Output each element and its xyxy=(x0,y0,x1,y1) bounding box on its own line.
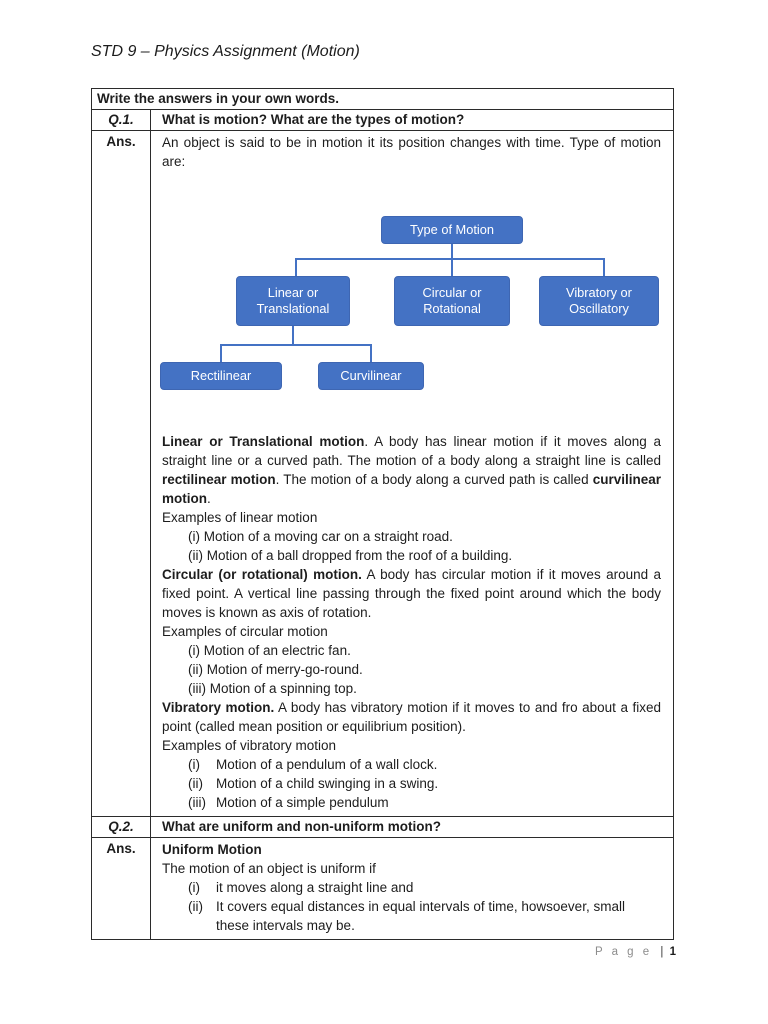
diagram-box-linear-translational: Linear or Translational xyxy=(236,276,350,326)
diagram-box-vibratory-oscillatory: Vibratory or Oscillatory xyxy=(539,276,659,326)
text-run: Linear or Translational motion xyxy=(162,434,365,449)
text-run: Examples of vibratory motion xyxy=(162,738,337,753)
connector-line xyxy=(295,258,297,276)
answer-list-item: (i) Motion of a moving car on a straight… xyxy=(162,527,661,546)
text-run: it moves along a straight line and xyxy=(216,880,414,895)
text-run: Examples of circular motion xyxy=(162,624,328,639)
q2-question: What are uniform and non-uniform motion? xyxy=(150,816,674,838)
table-row: Write the answers in your own words. xyxy=(91,88,674,110)
list-marker: (ii) xyxy=(188,548,207,563)
answer-list-item: (iii) Motion of a spinning top. xyxy=(162,679,661,698)
diagram-box-curvilinear: Curvilinear xyxy=(318,362,424,390)
answer-list-item: (i) Motion of an electric fan. xyxy=(162,641,661,660)
document-title: STD 9 – Physics Assignment (Motion) xyxy=(91,43,360,60)
footer-page-number: 1 xyxy=(669,946,676,958)
connector-line xyxy=(220,344,372,346)
connector-line xyxy=(295,258,605,260)
connector-line xyxy=(451,244,453,276)
list-marker: (i) xyxy=(188,757,200,772)
text-run: Motion of an electric fan. xyxy=(203,643,351,658)
answer-list-item: (ii) Motion of a ball dropped from the r… xyxy=(162,546,661,565)
text-run: Motion of a spinning top. xyxy=(209,681,357,696)
list-marker: (ii) xyxy=(188,899,203,914)
list-marker: (ii) xyxy=(188,776,203,791)
text-run: Motion of a moving car on a straight roa… xyxy=(203,529,453,544)
text-run: A body has vibratory motion if it moves … xyxy=(162,700,661,734)
answer-list-item: (ii) Motion of merry-go-round. xyxy=(162,660,661,679)
footer-separator: | xyxy=(660,946,664,958)
footer-page-label: P a g e xyxy=(594,946,653,958)
list-marker: (i) xyxy=(188,529,204,544)
text-run: Motion of a child swinging in a swing. xyxy=(216,776,439,791)
table-row: Q.1. What is motion? What are the types … xyxy=(91,109,674,131)
q2-answer-label: Ans. xyxy=(91,837,151,940)
text-run: It covers equal distances in equal inter… xyxy=(216,899,625,933)
text-run: . A body has linear motion if it moves a… xyxy=(162,434,661,468)
q1-answer-label: Ans. xyxy=(91,130,151,817)
text-run: . xyxy=(207,491,211,506)
text-run: Examples of linear motion xyxy=(162,510,318,525)
list-marker: (i) xyxy=(188,643,204,658)
answer-list-item: (i) Motion of a pendulum of a wall clock. xyxy=(162,755,661,774)
table-row: Ans. An object is said to be in motion i… xyxy=(91,130,674,817)
diagram-box-rectilinear: Rectilinear xyxy=(160,362,282,390)
text-run: rectilinear motion xyxy=(162,472,276,487)
text-run: Vibratory motion. xyxy=(162,700,275,715)
connector-line xyxy=(603,258,605,276)
text-run: Motion of a ball dropped from the roof o… xyxy=(206,548,513,563)
diagram-box-type-of-motion: Type of Motion xyxy=(381,216,523,244)
connector-line xyxy=(370,344,372,362)
answer-list-item: (ii) Motion of a child swinging in a swin… xyxy=(162,774,661,793)
text-run: . The motion of a body along a curved pa… xyxy=(275,472,593,487)
connector-line xyxy=(292,326,294,346)
text-run: Uniform Motion xyxy=(162,842,262,857)
q1-answer-body: Linear or Translational motion. A body h… xyxy=(162,432,661,812)
connector-line xyxy=(220,344,222,362)
q2-number: Q.2. xyxy=(91,816,151,838)
answer-paragraph: Examples of circular motion xyxy=(162,622,661,641)
diagram-box-circular-rotational: Circular or Rotational xyxy=(394,276,510,326)
answer-paragraph: Examples of linear motion xyxy=(162,508,661,527)
list-marker: (iii) xyxy=(188,795,206,810)
text-run: The motion of an object is uniform if xyxy=(162,861,376,876)
list-marker: (iii) xyxy=(188,681,210,696)
answer-paragraph: Linear or Translational motion. A body h… xyxy=(162,432,661,508)
q1-number: Q.1. xyxy=(91,109,151,131)
type-of-motion-diagram: Type of Motion Linear or Translational C… xyxy=(160,202,661,390)
answer-paragraph: Uniform Motion xyxy=(162,840,661,859)
assignment-table: Write the answers in your own words. Q.1… xyxy=(91,88,674,940)
text-run: curvilinear motion xyxy=(162,472,661,506)
answer-paragraph: Circular (or rotational) motion. A body … xyxy=(162,565,661,622)
text-run: Motion of merry-go-round. xyxy=(206,662,363,677)
q1-intro-paragraph: An object is said to be in motion it its… xyxy=(162,135,661,169)
answer-paragraph: The motion of an object is uniform if xyxy=(162,859,661,878)
text-run: Motion of a simple pendulum xyxy=(216,795,389,810)
text-run: Circular (or rotational) motion. xyxy=(162,567,362,582)
answer-list-item: (iii) Motion of a simple pendulum xyxy=(162,793,661,812)
list-marker: (ii) xyxy=(188,662,207,677)
text-run: A body has circular motion if it moves a… xyxy=(162,567,661,620)
table-instruction: Write the answers in your own words. xyxy=(91,88,674,110)
page-footer: P a g e | 1 xyxy=(595,946,676,958)
answer-paragraph: Vibratory motion. A body has vibratory m… xyxy=(162,698,661,736)
table-row: Q.2. What are uniform and non-uniform mo… xyxy=(91,816,674,838)
text-run: Motion of a pendulum of a wall clock. xyxy=(216,757,438,772)
list-marker: (i) xyxy=(188,880,200,895)
q1-answer-cell: An object is said to be in motion it its… xyxy=(150,130,674,817)
answer-list-item: (i) it moves along a straight line and xyxy=(162,878,661,897)
answer-paragraph: Examples of vibratory motion xyxy=(162,736,661,755)
q1-question: What is motion? What are the types of mo… xyxy=(150,109,674,131)
answer-list-item: (ii) It covers equal distances in equal i… xyxy=(162,897,661,935)
